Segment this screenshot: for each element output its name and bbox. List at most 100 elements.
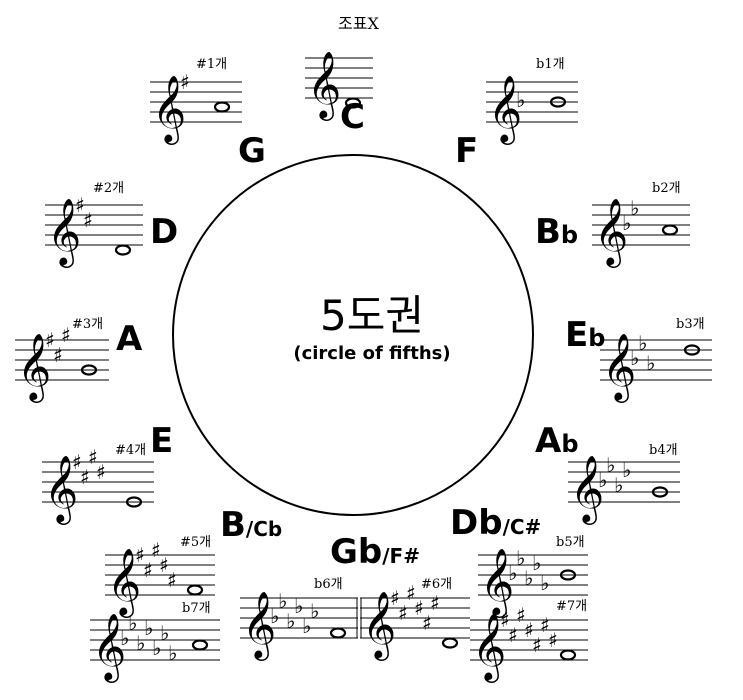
whole-note-icon bbox=[125, 496, 143, 508]
whole-note-icon bbox=[114, 244, 132, 256]
count-label-gb-flats: b6개 bbox=[314, 577, 343, 592]
flat-icon: ♭ bbox=[160, 621, 169, 645]
treble-clef-icon: 𝄞 bbox=[107, 547, 141, 618]
treble-clef-icon: 𝄞 bbox=[17, 332, 51, 403]
staff-b-alt: 𝄞♭♭♭♭♭♭♭ bbox=[90, 611, 220, 683]
sharp-icon: ♯ bbox=[500, 608, 510, 632]
sharp-icon: ♯ bbox=[414, 596, 424, 620]
sharp-icon: ♯ bbox=[61, 323, 71, 347]
staff-eb: 𝄞♭♭♭ bbox=[600, 331, 712, 403]
whole-note-icon bbox=[213, 101, 231, 113]
sharp-icon: ♯ bbox=[88, 445, 98, 469]
count-label-c: 조표X bbox=[338, 14, 379, 33]
flat-icon: ♭ bbox=[516, 88, 525, 112]
staff-db: 𝄞♭♭♭♭♭ bbox=[478, 546, 588, 618]
whole-note-icon bbox=[683, 344, 701, 356]
count-label-c-sharp-sharps: #7개 bbox=[556, 599, 588, 614]
whole-note-icon bbox=[344, 97, 362, 109]
flat-icon: ♭ bbox=[302, 614, 311, 638]
flat-icon: ♭ bbox=[508, 561, 517, 585]
flat-icon: ♭ bbox=[168, 641, 177, 665]
whole-note-icon bbox=[80, 364, 98, 376]
flat-icon: ♭ bbox=[540, 571, 549, 595]
whole-note-icon bbox=[329, 627, 347, 639]
key-label-b-cb: B/Cb bbox=[220, 505, 283, 545]
staff-f: 𝄞♭ bbox=[486, 74, 578, 145]
sharp-icon: ♯ bbox=[398, 601, 408, 625]
sharp-icon: ♯ bbox=[430, 591, 440, 615]
key-label-e: E bbox=[150, 421, 174, 461]
key-label-a: A bbox=[116, 319, 143, 359]
staff-g: 𝄞♯ bbox=[150, 70, 242, 145]
flat-icon: ♭ bbox=[516, 546, 525, 570]
key-label-c: C bbox=[340, 97, 365, 137]
sharp-icon: ♯ bbox=[135, 543, 145, 567]
treble-clef-icon: 𝄞 bbox=[92, 612, 126, 683]
sharp-icon: ♯ bbox=[45, 328, 55, 352]
whole-note-icon bbox=[549, 96, 567, 108]
treble-clef-icon: 𝄞 bbox=[307, 50, 341, 121]
flat-icon: ♭ bbox=[638, 331, 647, 355]
sharp-icon: ♯ bbox=[406, 581, 416, 605]
staff-gb-alt: 𝄞♯♯♯♯♯♯ bbox=[360, 581, 470, 661]
treble-clef-icon: 𝄞 bbox=[602, 332, 636, 403]
sharp-icon: ♯ bbox=[540, 613, 550, 637]
whole-note-icon bbox=[559, 649, 577, 661]
count-label-bb: b2개 bbox=[652, 181, 681, 196]
sharp-icon: ♯ bbox=[80, 465, 90, 489]
staff-gb: 𝄞♭♭♭♭♭♭ bbox=[240, 589, 358, 661]
count-label-cb-flats: b7개 bbox=[182, 601, 211, 616]
circle-outline bbox=[172, 154, 534, 516]
staff-db-alt: 𝄞♯♯♯♯♯♯♯ bbox=[470, 603, 588, 683]
key-label-db-c-sharp: Db/C# bbox=[450, 503, 542, 543]
sharp-icon: ♯ bbox=[83, 208, 93, 232]
center-title: 5도권 bbox=[319, 291, 424, 340]
staff-a: 𝄞♯♯♯ bbox=[15, 323, 109, 403]
sharp-icon: ♯ bbox=[548, 628, 558, 652]
key-label-bb: Bb bbox=[535, 212, 579, 252]
flat-icon: ♭ bbox=[646, 351, 655, 375]
count-label-ab: b4개 bbox=[649, 443, 678, 458]
staff-c: 𝄞 bbox=[305, 50, 373, 121]
flat-icon: ♭ bbox=[144, 616, 153, 640]
sharp-icon: ♯ bbox=[524, 618, 534, 642]
staff-e: 𝄞♯♯♯♯ bbox=[42, 445, 154, 525]
sharp-icon: ♯ bbox=[72, 450, 82, 474]
flat-icon: ♭ bbox=[128, 611, 137, 635]
flat-icon: ♭ bbox=[630, 346, 639, 370]
flat-icon: ♭ bbox=[310, 599, 319, 623]
treble-clef-icon: 𝄞 bbox=[362, 590, 396, 661]
whole-note-icon bbox=[651, 486, 669, 498]
flat-icon: ♭ bbox=[532, 551, 541, 575]
count-label-eb: b3개 bbox=[676, 317, 705, 332]
whole-note-icon bbox=[661, 224, 679, 236]
whole-note-icon bbox=[559, 569, 577, 581]
sharp-icon: ♯ bbox=[75, 193, 85, 217]
flat-icon: ♭ bbox=[286, 609, 295, 633]
whole-note-icon bbox=[441, 637, 459, 649]
flat-icon: ♭ bbox=[622, 211, 631, 235]
sharp-icon: ♯ bbox=[151, 538, 161, 562]
flat-icon: ♭ bbox=[136, 631, 145, 655]
sharp-icon: ♯ bbox=[143, 558, 153, 582]
staff-bb: 𝄞♭♭ bbox=[592, 196, 690, 268]
sharp-icon: ♯ bbox=[159, 553, 169, 577]
count-label-b-sharps: #5개 bbox=[180, 535, 212, 550]
flat-icon: ♭ bbox=[598, 468, 607, 492]
flat-icon: ♭ bbox=[606, 453, 615, 477]
staff-d: 𝄞♯♯ bbox=[45, 193, 143, 268]
flat-icon: ♭ bbox=[278, 589, 287, 613]
treble-clef-icon: 𝄞 bbox=[242, 590, 276, 661]
key-label-f: F bbox=[455, 131, 479, 171]
key-label-ab: Ab bbox=[535, 421, 579, 461]
treble-clef-icon: 𝄞 bbox=[488, 74, 522, 145]
sharp-icon: ♯ bbox=[390, 586, 400, 610]
key-label-gb-f-sharp: Gb/F# bbox=[330, 532, 420, 572]
sharp-icon: ♯ bbox=[422, 611, 432, 635]
treble-clef-icon: 𝄞 bbox=[472, 612, 506, 683]
whole-note-icon bbox=[191, 639, 209, 651]
count-label-f-sharp-sharps: #6개 bbox=[421, 577, 453, 592]
count-label-d: #2개 bbox=[93, 181, 125, 196]
